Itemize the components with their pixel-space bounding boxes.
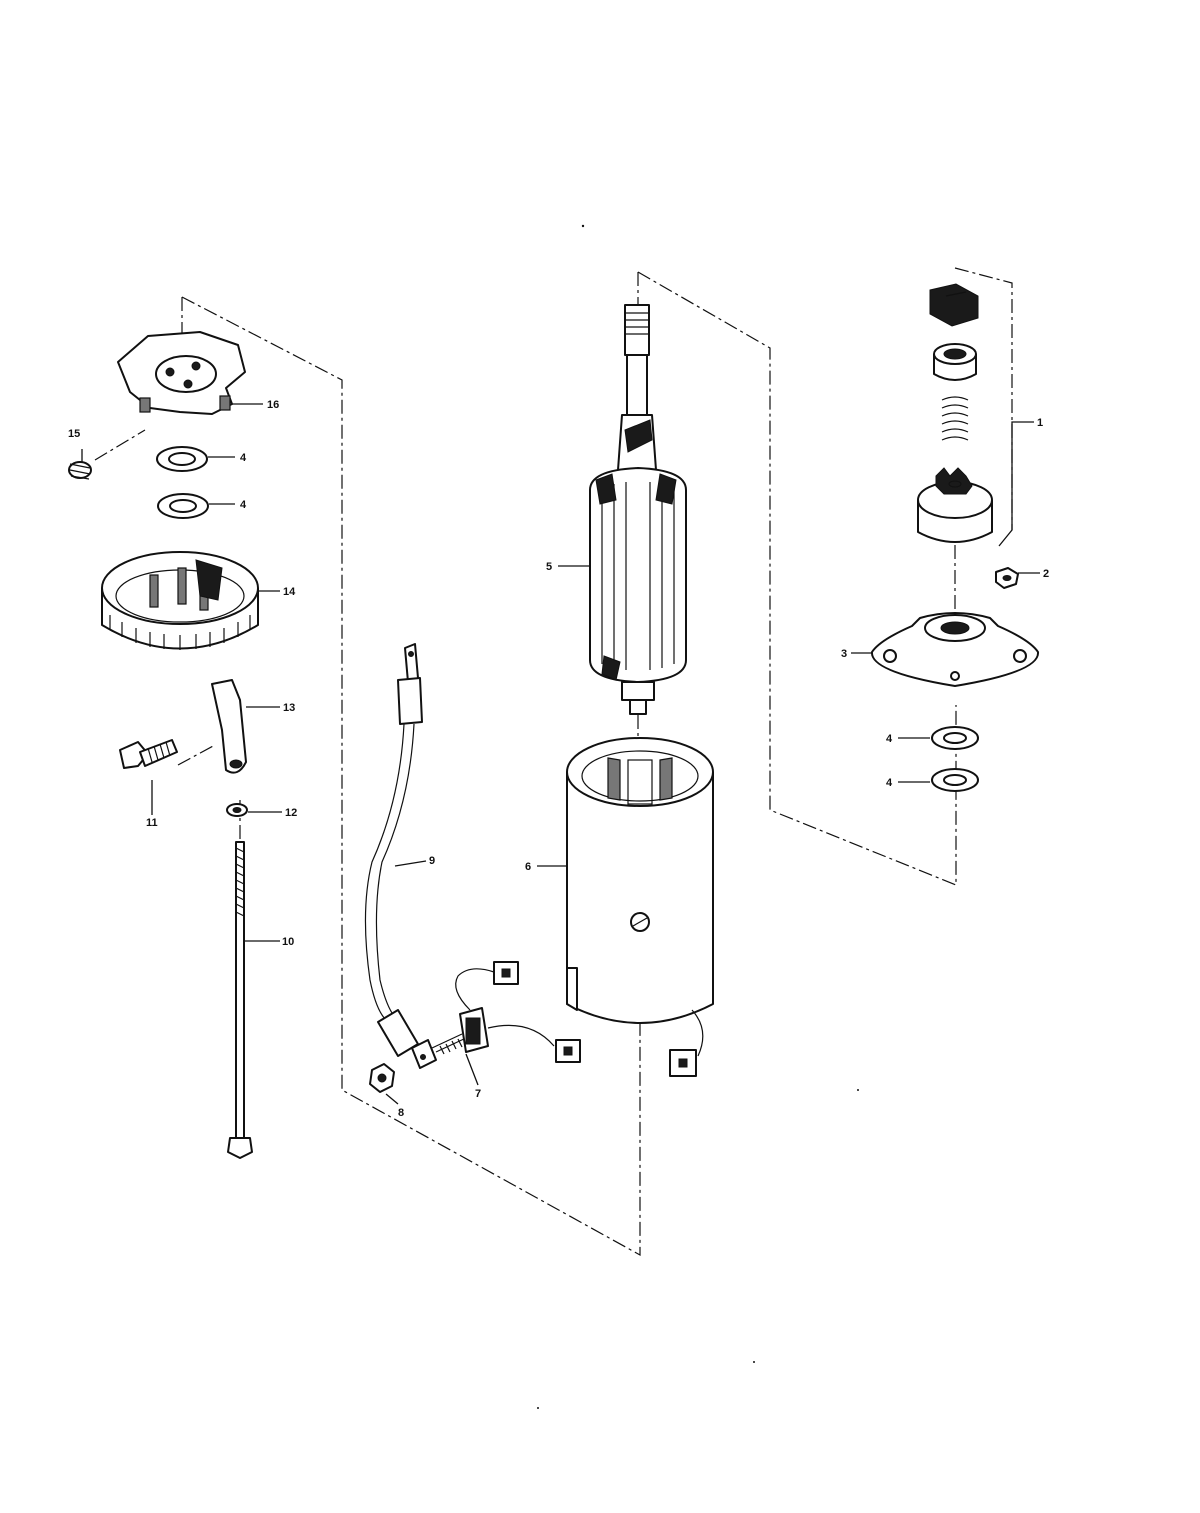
field-lead-wire-part-9	[364, 643, 437, 1069]
callout-labels: 1 2 3 4 4 4 4 5 6 7 8 9 10 11 12 13 14 1…	[68, 399, 1049, 1119]
thrust-washer-left-upper	[156, 446, 208, 472]
leader-lines	[81, 403, 1040, 1105]
callout-part-7: 7	[475, 1088, 481, 1100]
brush-plate-part-16	[117, 331, 246, 415]
callout-part-4-left-lower: 4	[240, 499, 247, 511]
callout-part-16: 16	[267, 399, 279, 411]
callout-part-1: 1	[1037, 417, 1043, 429]
assembly-guide-lines	[94, 267, 1013, 1257]
through-bolt-part-10	[227, 841, 253, 1159]
callout-part-14: 14	[283, 586, 296, 598]
callout-part-3: 3	[841, 648, 847, 660]
thrust-washer-right-upper	[931, 726, 979, 750]
callout-part-4-right-lower: 4	[886, 777, 893, 789]
guide-line-spring	[94, 429, 146, 461]
callout-part-11: 11	[146, 817, 158, 829]
nut-part-2	[995, 567, 1019, 589]
callout-part-5: 5	[546, 561, 552, 573]
terminal-strap-part-13	[211, 679, 247, 774]
commutator-end-cap-part-14	[101, 551, 259, 650]
brush-spring-part-15	[68, 461, 92, 480]
scan-specks	[537, 224, 859, 1409]
terminal-bolt-part-11	[119, 739, 178, 769]
drive-end-cap-part-3	[871, 612, 1039, 687]
callout-part-9: 9	[429, 855, 435, 867]
brush-set-part-7	[431, 961, 581, 1063]
callout-part-6: 6	[525, 861, 531, 873]
callout-part-8: 8	[398, 1107, 404, 1119]
field-frame-part-6	[566, 737, 714, 1077]
callout-part-12: 12	[285, 807, 297, 819]
thrust-washer-left-lower	[157, 493, 209, 519]
drive-assembly-part-1	[917, 283, 993, 543]
guide-line-armature-assembly	[637, 271, 957, 886]
callout-part-10: 10	[282, 936, 294, 948]
callout-part-13: 13	[283, 702, 295, 714]
thrust-washer-right-lower	[931, 768, 979, 792]
terminal-nut-part-8	[369, 1063, 395, 1093]
callout-part-15: 15	[68, 428, 80, 440]
callout-part-2: 2	[1043, 568, 1049, 580]
armature-part-5	[589, 304, 687, 715]
guide-line-left-assembly	[181, 296, 641, 1257]
callout-part-4-right-upper: 4	[886, 733, 893, 745]
guide-line-bolt	[177, 744, 216, 766]
guide-line-drive-assembly	[954, 267, 1013, 530]
lockwasher-part-12	[226, 803, 248, 817]
callout-part-4-left-upper: 4	[240, 452, 247, 464]
